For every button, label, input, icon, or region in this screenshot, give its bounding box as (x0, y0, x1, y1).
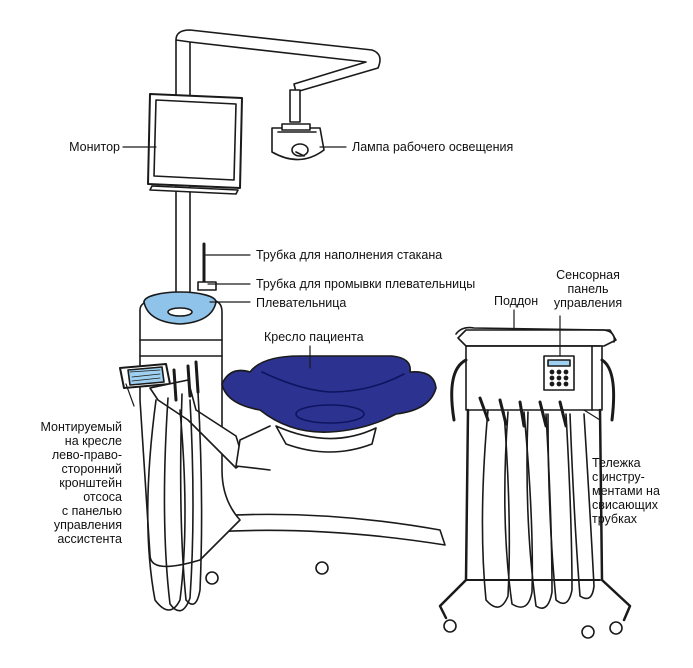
monitor-icon (147, 93, 243, 195)
cart-icon (438, 326, 632, 639)
label-suction-arm: Монтируемый на кресле лево-право- сторон… (40, 420, 122, 546)
label-cart: Тележка с инстру- ментами на свисающих т… (592, 456, 660, 526)
label-tray: Поддон (494, 294, 539, 308)
label-patient-chair: Кресло пациента (264, 330, 364, 344)
left-hoses (146, 360, 203, 612)
chair-seat-icon (221, 355, 437, 453)
leader-lines (122, 146, 601, 421)
tray (455, 326, 616, 343)
label-lamp: Лампа рабочего освещения (352, 140, 514, 154)
label-monitor: Монитор (69, 140, 120, 154)
label-cup-fill: Трубка для наполнения стакана (256, 248, 443, 262)
label-bowl-rinse: Трубка для промывки плевательницы (256, 277, 476, 291)
label-touch-panel: Сенсорная панель управления (553, 268, 623, 310)
assistant-panel (119, 363, 171, 389)
lamp-icon (271, 123, 325, 161)
spittoon-icon (143, 291, 217, 325)
label-spittoon: Плевательница (256, 296, 347, 310)
lamp-arm (175, 29, 381, 93)
